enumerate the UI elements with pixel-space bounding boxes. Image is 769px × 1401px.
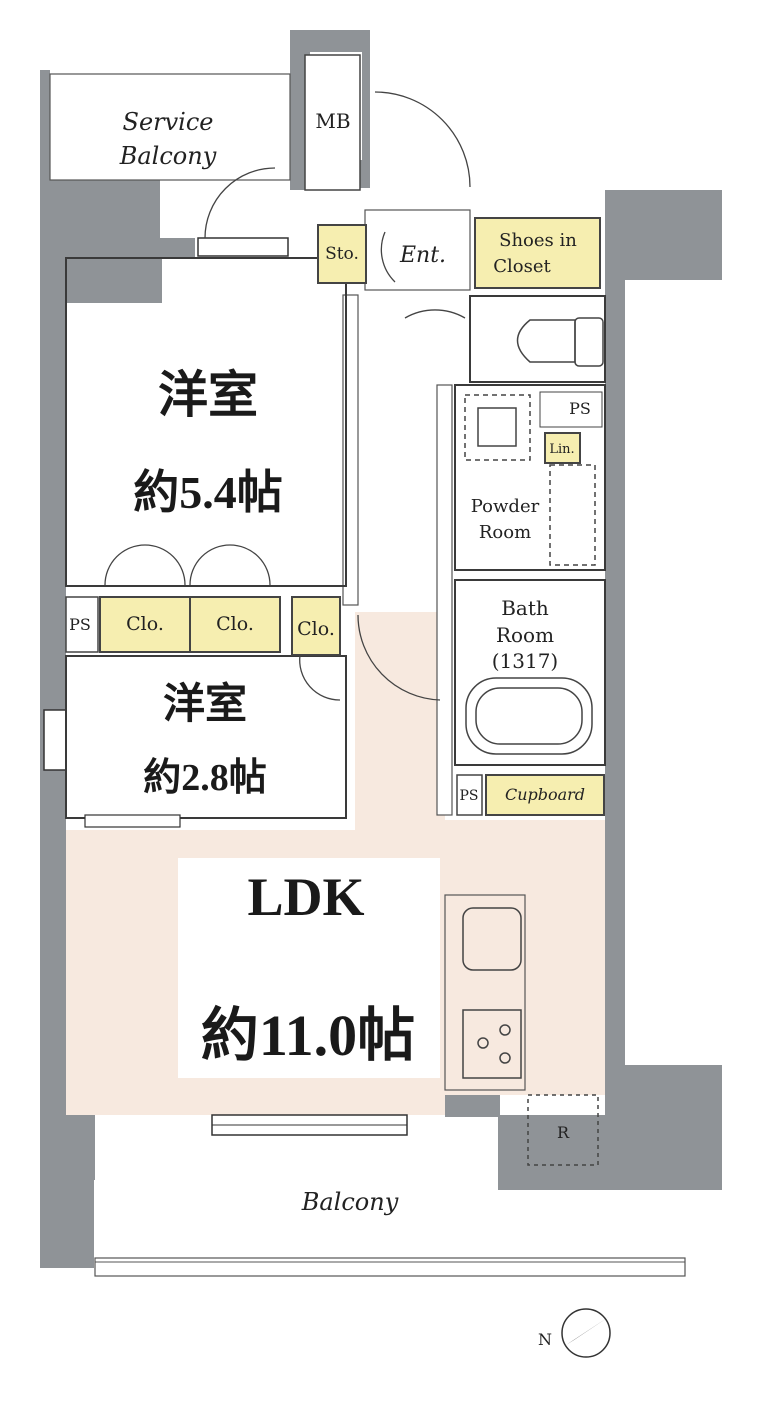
linen-label: Lin. [549,442,574,457]
western-room-2-name: 洋室 [163,681,247,728]
storage-label: Sto. [325,244,359,264]
ps-cupboard-label: PS [459,788,478,804]
service-balcony-label: Service [123,108,214,136]
ldk-size: 約11.0帖 [201,1003,415,1068]
ps-left-label: PS [69,615,91,634]
ldk-label-bg [178,858,440,1078]
balcony-label: Balcony [301,1188,399,1216]
powder-room-label-2: Room [479,522,531,543]
fixtures [462,317,604,1166]
bath-room-size: (1317) [492,649,559,673]
shoes-closet-label: Shoes in [499,230,577,251]
storage-blocks [65,54,605,816]
entrance-label: Ent. [399,243,446,268]
western-room-1-name: 洋室 [158,367,258,423]
western-room-2-size: 約2.8帖 [143,757,267,799]
closet-a-label: Clo. [126,613,164,635]
compass-label: N [538,1330,552,1349]
door-swings [104,91,471,701]
room-outlines [49,73,686,1277]
labels: Service Balcony MB Sto. Ent. Shoes in Cl… [69,108,591,1216]
cupboard-label: Cupboard [505,785,585,804]
service-balcony-label-2: Balcony [119,142,217,170]
mb-label: MB [315,109,350,133]
powder-room-label: Powder [471,496,540,517]
bath-room-label-2: Room [496,623,554,647]
closet-b-label: Clo. [216,613,254,635]
closet-c-label: Clo. [297,618,335,640]
shoes-closet-label-2: Closet [493,256,551,277]
western-room-1-size: 約5.4帖 [133,467,283,518]
ldk-name: LDK [247,867,364,927]
refrigerator-label: R [557,1123,570,1142]
compass-icon: N [538,1308,611,1358]
bath-room-label: Bath [501,596,549,620]
ps-right-top-label: PS [569,399,591,418]
